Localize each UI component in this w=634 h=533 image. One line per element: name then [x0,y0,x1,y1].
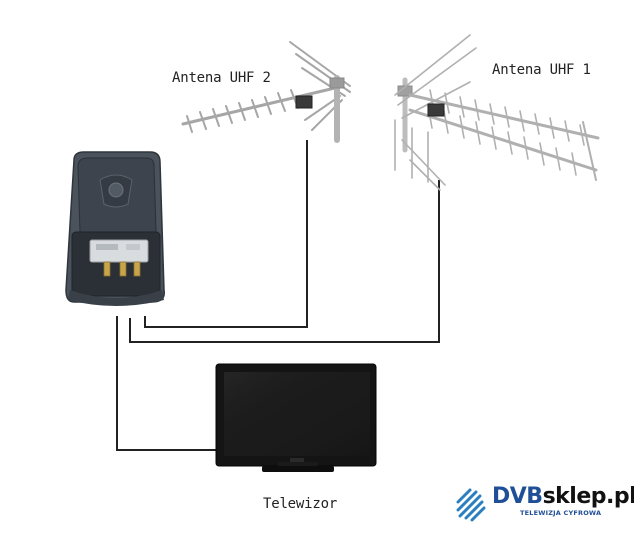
label-antenna-uhf1: Antena UHF 1 [492,62,591,78]
logo-stripes-icon [456,488,486,522]
dvbsklep-logo: DVBsklep.pl TELEWIZJA CYFROWA [452,482,634,526]
antenna-uhf1 [394,34,600,191]
cable-uhf2-to-combiner [144,140,308,328]
antenna-uhf2 [181,41,351,143]
label-tv: Telewizor [263,496,338,512]
combiner-device [65,151,165,306]
logo-brand-prefix: DVB [492,484,543,509]
cables [116,140,440,451]
logo-brand-suffix: sklep.pl [542,484,634,509]
label-antenna-uhf2: Antena UHF 2 [172,70,271,86]
logo-tagline: TELEWIZJA CYFROWA [520,509,602,517]
cable-combiner-to-tv [116,316,222,451]
tv-device [215,363,377,472]
logo-brand: DVBsklep.pl [492,484,634,509]
cable-uhf1-to-combiner [129,180,440,343]
